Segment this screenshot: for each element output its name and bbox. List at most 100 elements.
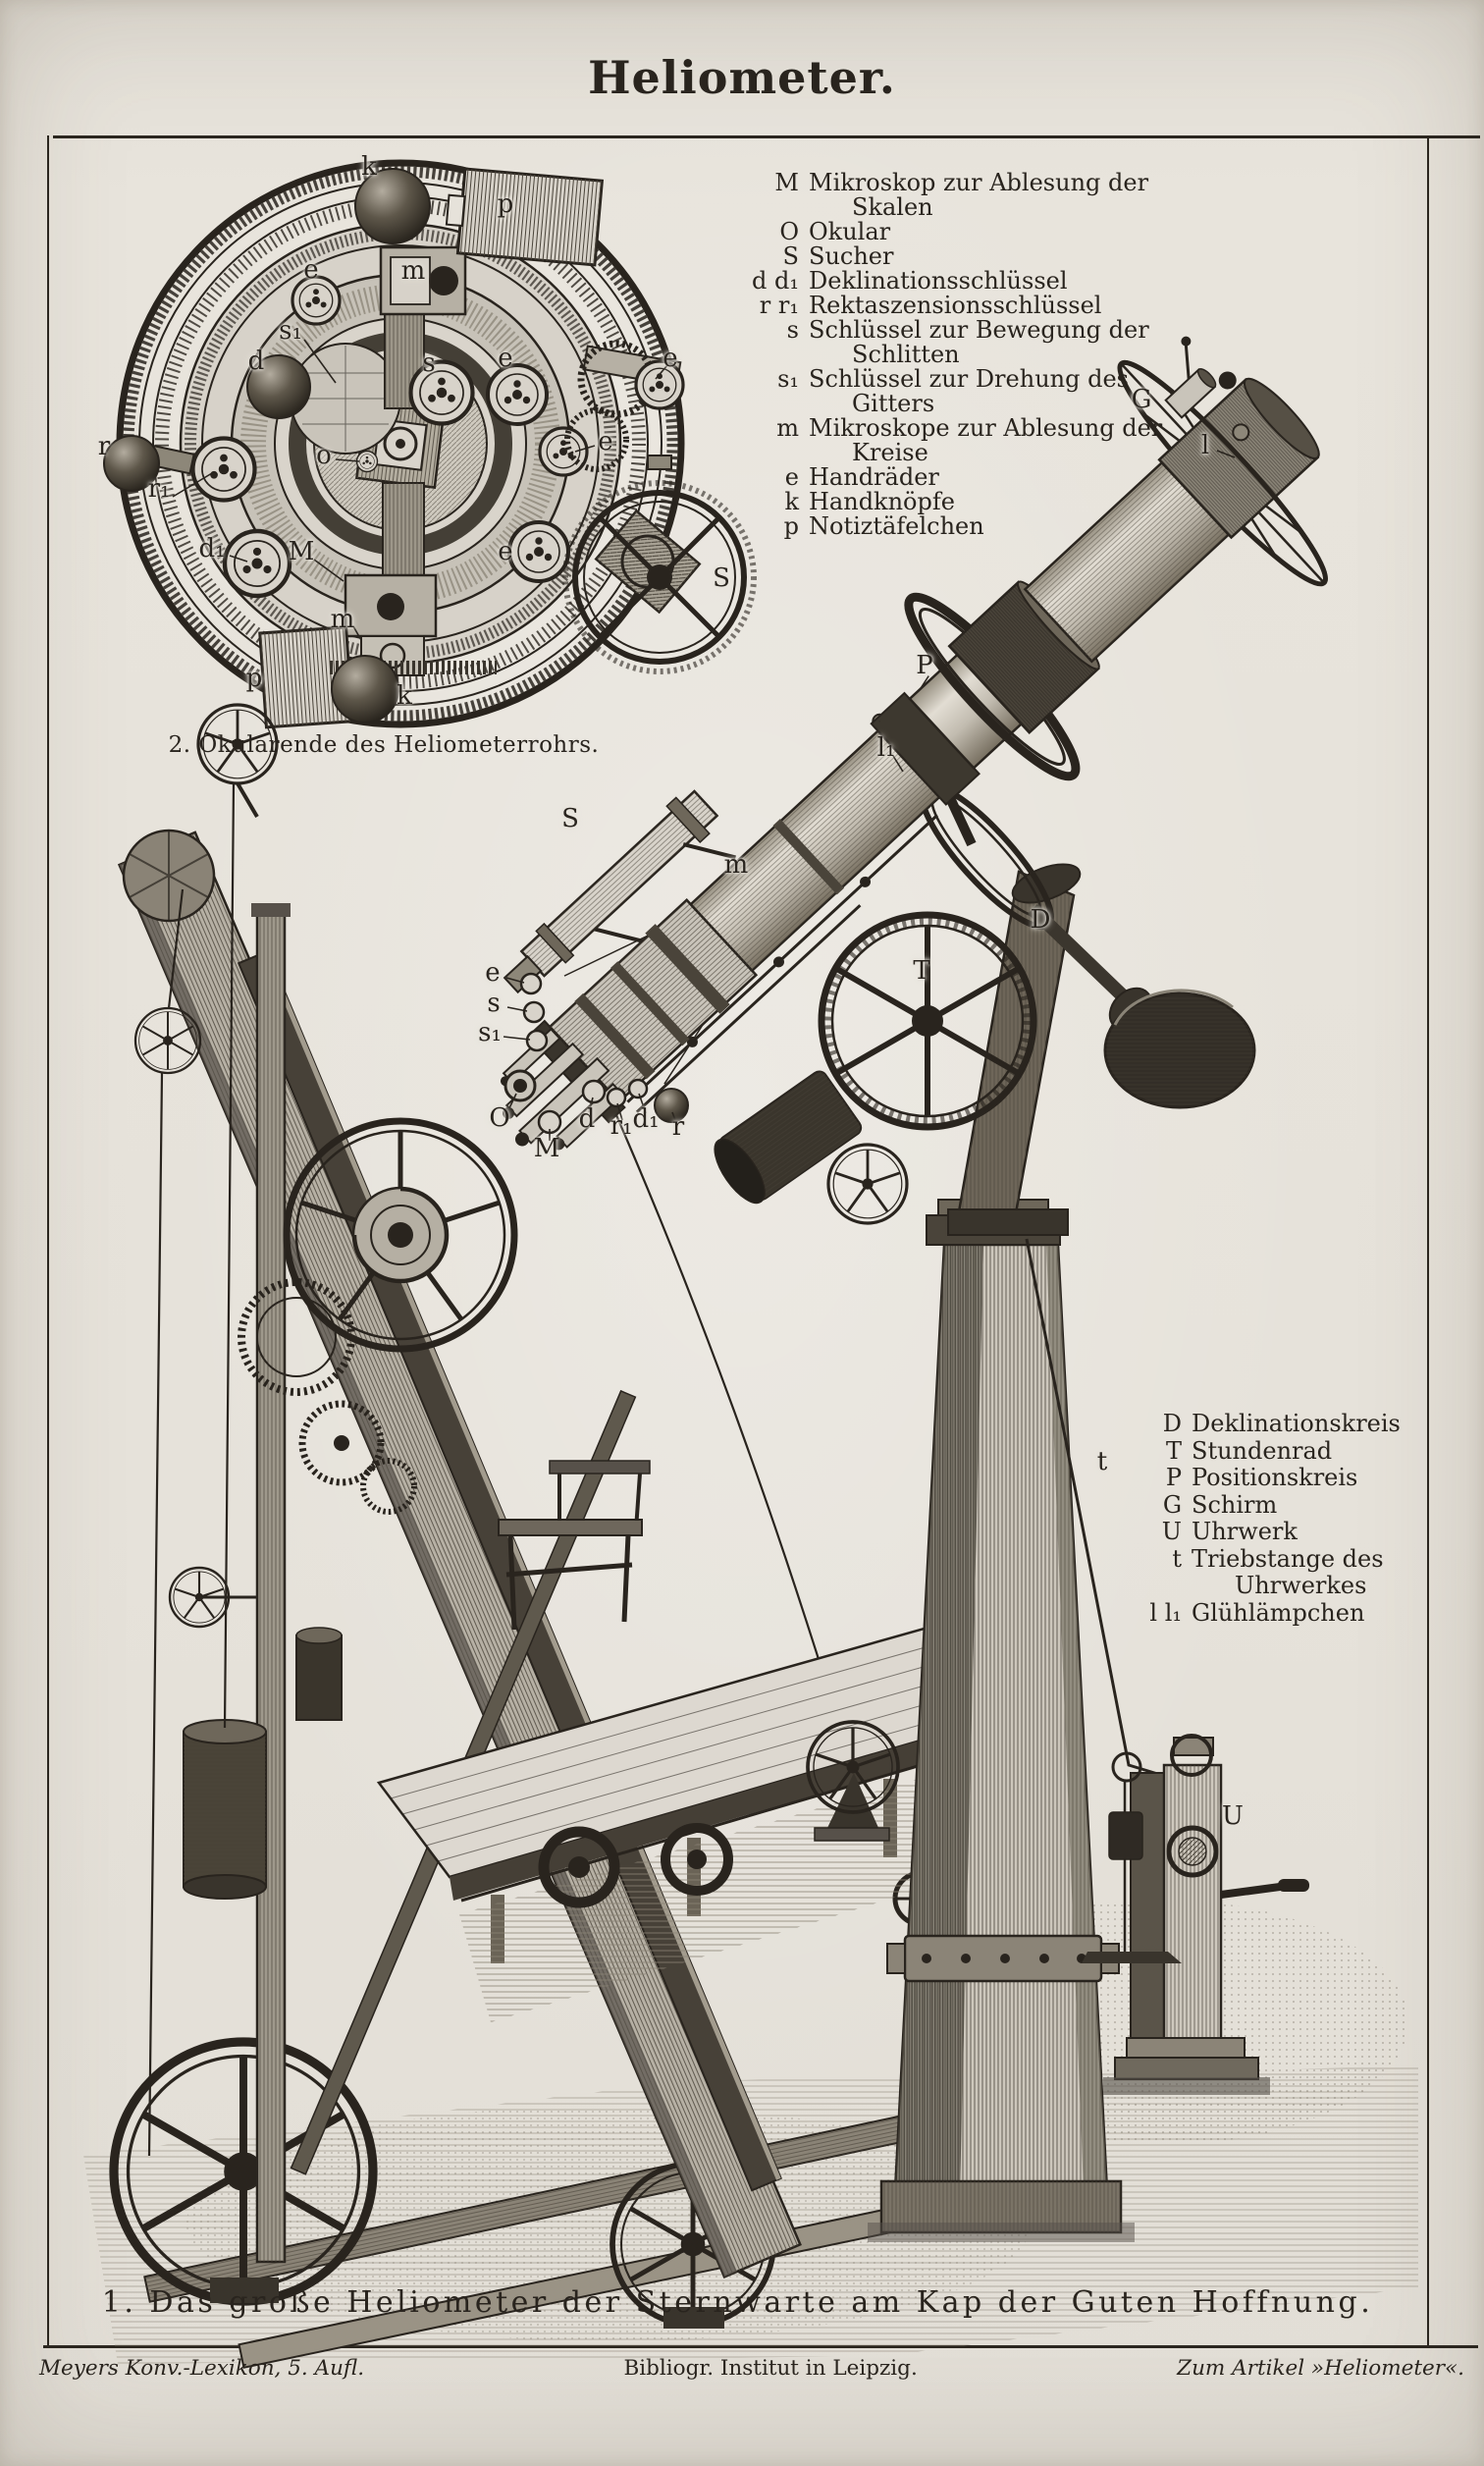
observer-ladder-structure — [114, 703, 1105, 2369]
legend-label: Sucher — [809, 242, 894, 270]
legend-key: P — [1165, 1464, 1182, 1491]
legend-key: t — [1172, 1544, 1182, 1573]
legend-row: D Deklinationskreis — [1137, 1410, 1431, 1438]
legend-label: Rektaszensionsschlüssel — [809, 292, 1102, 319]
part-label-r₁: r₁ — [610, 1110, 633, 1141]
legend-row: k Handknöpfe — [736, 490, 1174, 514]
part-label-p: p — [497, 188, 514, 219]
footer-source: Meyers Konv.-Lexikon, 5. Aufl. — [39, 2356, 365, 2381]
part-label-s: s — [422, 348, 436, 378]
legend-row: l l₁ Glühlämpchen — [1137, 1598, 1431, 1628]
legend-label: Okular — [809, 218, 891, 245]
part-label-e: e — [662, 343, 678, 373]
legend-row: U Uhrwerk — [1137, 1518, 1431, 1546]
legend-row: m Mikroskope zur Ablesung der Kreise — [736, 416, 1174, 465]
legend-label: Mikroskope zur Ablesung der Kreise — [809, 414, 1163, 466]
part-label-p: p — [245, 663, 263, 693]
legend-key: T — [1165, 1436, 1182, 1465]
legend-key: r r₁ — [759, 292, 799, 319]
legend-label: Stundenrad — [1192, 1436, 1333, 1465]
part-label-m: m — [330, 604, 355, 634]
page-title: Heliometer. — [588, 51, 896, 104]
legend-key: D — [1162, 1410, 1182, 1437]
footer-publisher: Bibliogr. Institut in Leipzig. — [623, 2356, 918, 2381]
part-label-k: k — [361, 151, 377, 182]
part-label-M: M — [533, 1133, 560, 1163]
legend-label: Schirm — [1192, 1490, 1278, 1519]
legend-row: G Schirm — [1137, 1490, 1431, 1520]
figure2-caption: 2. Okularende des Heliometerrohrs. — [168, 732, 600, 758]
sucher-handwheel — [562, 455, 757, 674]
legend-key: e — [784, 463, 799, 491]
part-label-s₁: s₁ — [279, 315, 302, 346]
part-label-T: T — [913, 955, 930, 986]
part-label-S: S — [713, 563, 730, 593]
part-label-m: m — [723, 849, 749, 880]
figure1-caption: 1. Das große Heliometer der Sternwarte a… — [101, 2285, 1374, 2320]
part-label-r: r — [97, 431, 111, 461]
part-label-s: s — [487, 988, 501, 1018]
figure2-okularende — [103, 159, 757, 729]
part-label-e: e — [303, 254, 319, 285]
legend-label: Handknöpfe — [809, 488, 955, 515]
legend-key: M — [774, 169, 799, 196]
stundenrad-wheel — [818, 911, 1037, 1131]
legend-key: p — [783, 512, 799, 540]
part-label-P: P — [916, 650, 933, 680]
legend-key: k — [784, 488, 799, 515]
part-label-d₁: d₁ — [632, 1103, 660, 1134]
legend-row: T Stundenrad — [1137, 1436, 1431, 1466]
spiral-pulley — [283, 1117, 518, 1353]
legend-key: l l₁ — [1149, 1598, 1182, 1627]
part-label-k: k — [397, 680, 412, 711]
part-label-e: e — [485, 957, 501, 988]
frame-rule-right — [1427, 135, 1429, 2347]
part-label-O: O — [489, 1102, 510, 1133]
legend-label: Glühlämpchen — [1192, 1598, 1365, 1627]
legend-label: Deklinationsschlüssel — [809, 267, 1068, 295]
frame-rule-top — [53, 135, 1480, 138]
legend-key: S — [782, 242, 799, 270]
legend-label: Deklinationskreis — [1192, 1410, 1401, 1437]
legend-key: O — [779, 218, 799, 245]
legend-row: S Sucher — [736, 244, 1174, 269]
part-label-U: U — [1222, 1800, 1244, 1831]
part-label-d: d — [578, 1103, 596, 1134]
legend-row: O Okular — [736, 220, 1174, 244]
legend-key: U — [1161, 1518, 1182, 1545]
part-label-s₁: s₁ — [478, 1017, 502, 1047]
legend-key: m — [776, 414, 799, 442]
legend-label: Schlüssel zur Bewegung der Schlitten — [809, 316, 1149, 368]
plate-footer: Meyers Konv.-Lexikon, 5. Aufl. Bibliogr.… — [39, 2356, 1464, 2381]
legend-label: Triebstange des Uhrwerkes — [1192, 1544, 1384, 1599]
part-label-l: l — [1200, 430, 1210, 460]
legend-key: G — [1162, 1490, 1182, 1519]
legend-row: d d₁ Deklinationsschlüssel — [736, 269, 1174, 294]
part-label-S: S — [561, 803, 579, 833]
legend-label: Schlüssel zur Drehung des Gitters — [809, 365, 1129, 417]
legend-row: t Triebstange des Uhrwerkes — [1137, 1544, 1431, 1600]
frame-rule-left — [47, 135, 49, 2347]
legend-key: s₁ — [777, 365, 799, 393]
part-label-e: e — [598, 426, 613, 456]
legend-label: Handräder — [809, 463, 939, 491]
part-label-r₁: r₁ — [147, 473, 171, 504]
legend-label: Uhrwerk — [1192, 1518, 1298, 1545]
part-label-d₁: d₁ — [198, 533, 226, 563]
legend-row: e Handräder — [736, 465, 1174, 490]
legend-row: s₁ Schlüssel zur Drehung des Gitters — [736, 367, 1174, 416]
telescope-tube — [503, 336, 1328, 1124]
part-label-m: m — [400, 255, 426, 286]
heliometer-main — [500, 336, 1328, 2242]
legend-key: s — [786, 316, 799, 344]
part-label-D: D — [1030, 904, 1051, 935]
clock-drive — [1082, 1734, 1309, 2095]
part-label-t: t — [1096, 1446, 1108, 1476]
legend-row: s Schlüssel zur Bewegung der Schlitten — [736, 318, 1174, 367]
legend-key: d d₁ — [752, 267, 799, 295]
